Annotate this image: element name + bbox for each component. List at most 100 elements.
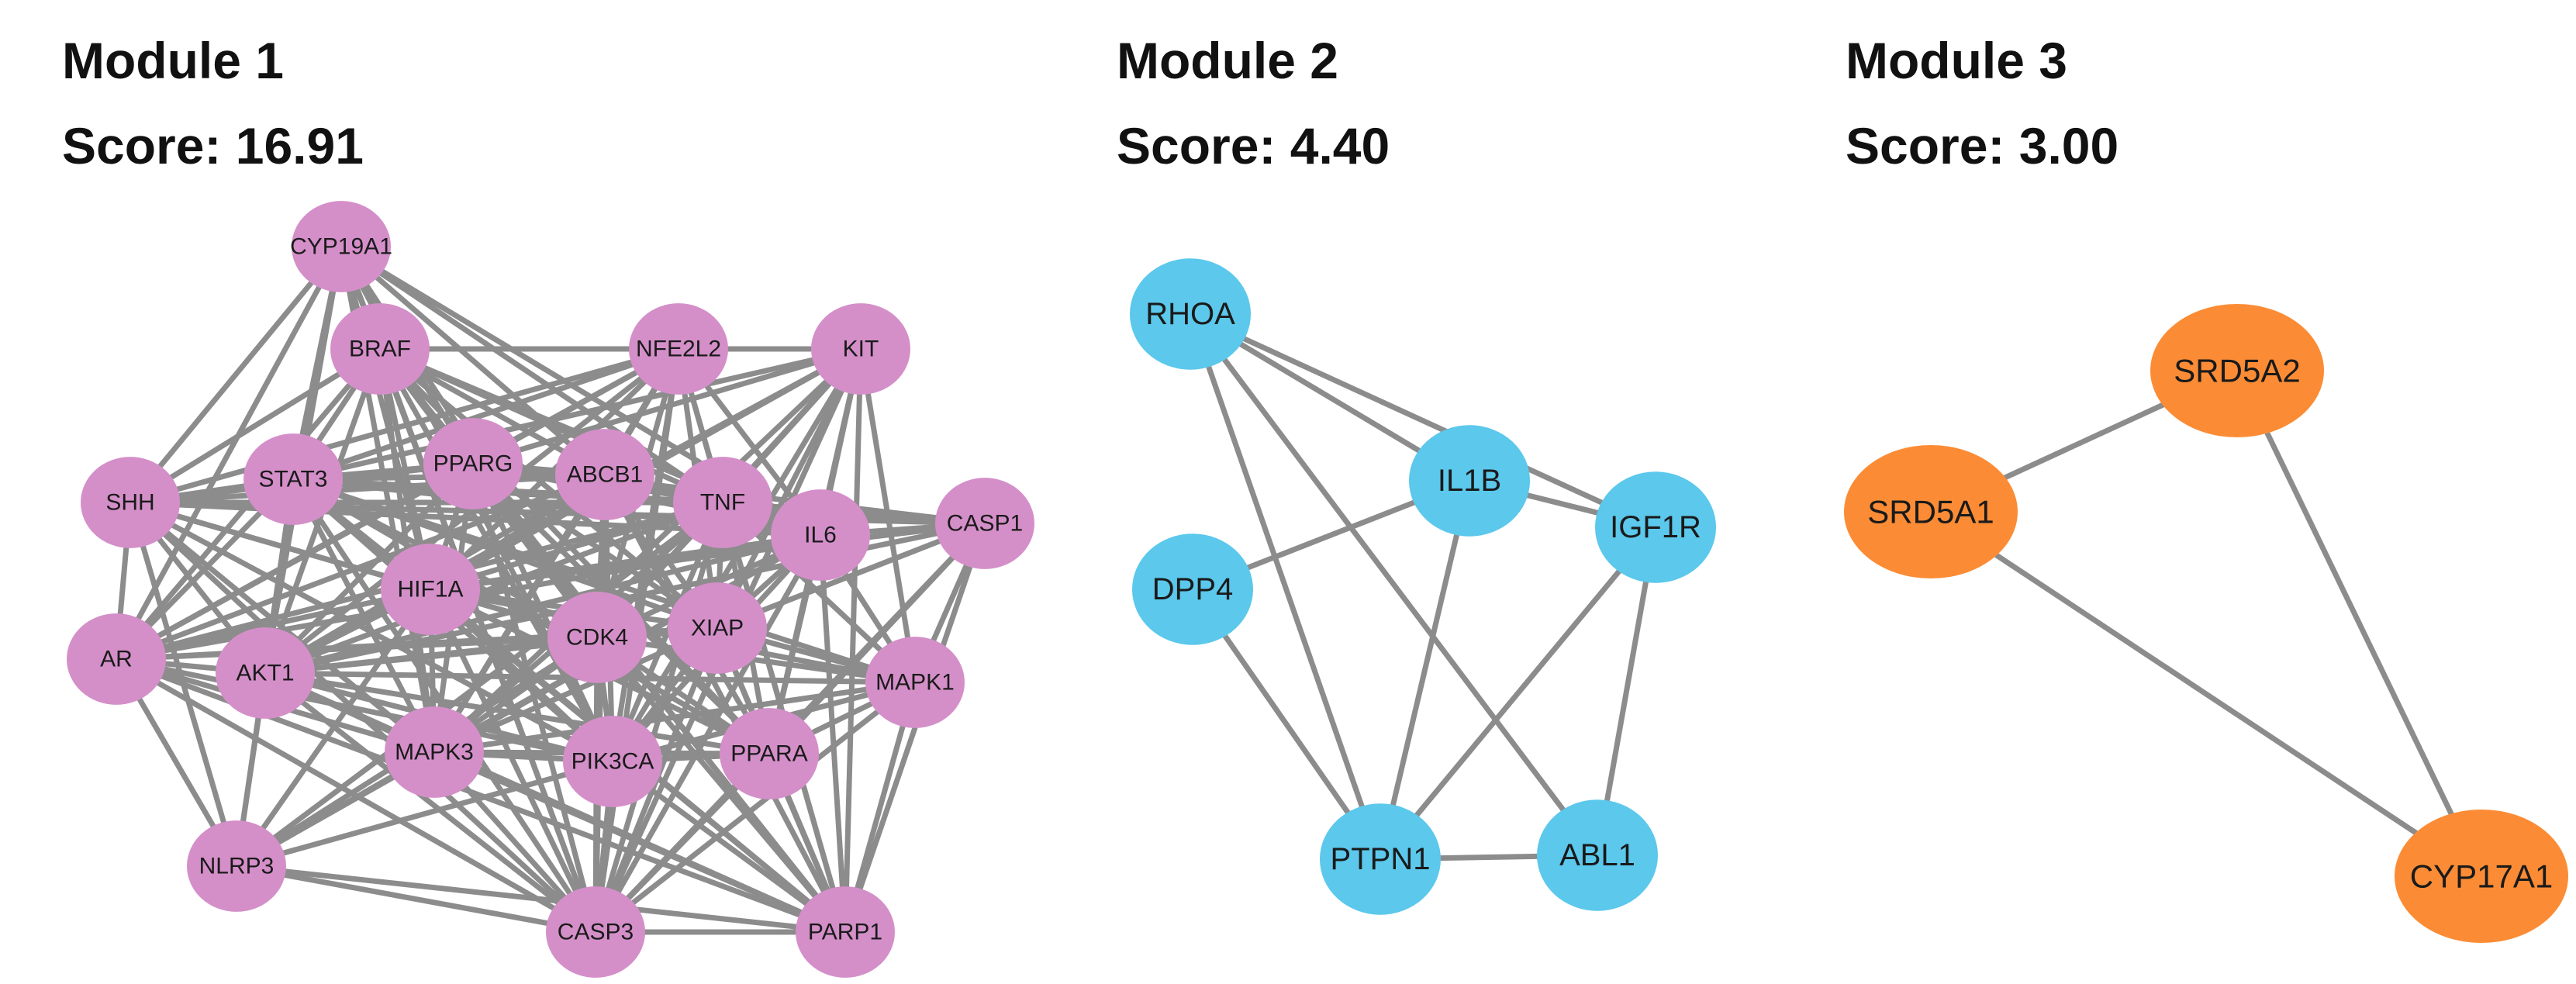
node-il6: IL6 xyxy=(771,489,870,581)
node-il1b: IL1B xyxy=(1409,425,1530,537)
node-shape xyxy=(629,303,728,395)
module-1-score: Score: 16.91 xyxy=(62,117,364,174)
node-shape xyxy=(423,418,523,509)
edge-rhoa-igf1r xyxy=(1187,311,1659,530)
edge-cyp19a1-shh xyxy=(127,243,344,506)
node-shape xyxy=(673,457,772,548)
node-shape xyxy=(216,627,315,719)
node-label: CASP3 xyxy=(558,920,634,945)
node-shape xyxy=(243,433,343,525)
edge-kit-pparg xyxy=(470,346,864,467)
node-xiap: XIAP xyxy=(668,582,767,674)
edge-mapk1-mapk3 xyxy=(431,679,918,755)
node-label: DPP4 xyxy=(1152,572,1234,606)
node-label: MAPK1 xyxy=(875,670,955,696)
node-igf1r: IGF1R xyxy=(1595,471,1716,583)
edge-mapk1-casp3 xyxy=(592,679,918,935)
edge-nlrp3-parp1 xyxy=(233,863,848,935)
node-cyp19a1: CYP19A1 xyxy=(290,201,392,292)
module-1-title: Module 1 xyxy=(62,32,285,89)
node-shape xyxy=(81,457,180,548)
node-label: NLRP3 xyxy=(199,854,275,879)
node-shape xyxy=(2395,810,2568,943)
edge-kit-stat3 xyxy=(290,346,864,482)
edge-rhoa-abl1 xyxy=(1187,311,1601,858)
edge-abcb1-ar xyxy=(113,471,608,662)
node-label: STAT3 xyxy=(259,467,328,492)
node-kit: KIT xyxy=(811,303,910,395)
edge-il1b-ptpn1 xyxy=(1377,478,1473,862)
node-shape xyxy=(67,613,166,705)
edge-casp1-hif1a xyxy=(427,520,988,592)
node-label: PPARG xyxy=(433,451,513,477)
node-cdk4: CDK4 xyxy=(547,592,647,683)
edge-nfe2l2-shh xyxy=(127,346,682,506)
node-hif1a: HIF1A xyxy=(381,544,480,635)
node-shape xyxy=(811,303,910,395)
edge-braf-shh xyxy=(127,346,383,506)
node-shape xyxy=(1132,533,1253,645)
edge-igf1r-ptpn1 xyxy=(1377,524,1659,862)
node-tnf: TNF xyxy=(673,457,772,548)
node-stat3: STAT3 xyxy=(243,433,343,525)
node-shape xyxy=(1595,471,1716,583)
node-casp1: CASP1 xyxy=(935,478,1034,569)
edge-il6-parp1 xyxy=(817,532,848,935)
edge-tnf-akt1 xyxy=(262,499,726,676)
node-ptpn1: PTPN1 xyxy=(1320,803,1441,915)
node-label: IL1B xyxy=(1438,464,1501,498)
node-label: NFE2L2 xyxy=(636,337,721,362)
node-shh: SHH xyxy=(81,457,180,548)
node-label: PPARA xyxy=(730,741,807,767)
node-label: SHH xyxy=(105,490,154,516)
node-nfe2l2: NFE2L2 xyxy=(629,303,728,395)
node-shape xyxy=(865,637,965,728)
edge-pik3ca-nlrp3 xyxy=(233,758,616,869)
edge-cdk4-parp1 xyxy=(594,634,848,935)
node-label: PTPN1 xyxy=(1331,842,1431,876)
edge-kit-parp1 xyxy=(842,346,864,935)
edge-ar-pik3ca xyxy=(113,656,616,765)
node-shape xyxy=(1130,258,1251,370)
node-label: KIT xyxy=(843,337,879,362)
node-shape xyxy=(381,544,480,635)
node-dpp4: DPP4 xyxy=(1132,533,1253,645)
node-shape xyxy=(668,582,767,674)
module-2-score: Score: 4.40 xyxy=(1117,117,1390,174)
node-shape xyxy=(1844,445,2018,578)
module-2-title: Module 2 xyxy=(1117,32,1339,89)
node-shape xyxy=(547,592,647,683)
edges-group xyxy=(1187,311,1659,862)
node-casp3: CASP3 xyxy=(546,886,645,978)
edge-hif1a-ar xyxy=(113,586,433,662)
node-label: HIF1A xyxy=(397,577,463,602)
node-label: IGF1R xyxy=(1610,510,1701,544)
edge-cdk4-mapk1 xyxy=(594,634,918,685)
node-label: RHOA xyxy=(1145,297,1235,331)
node-label: SRD5A1 xyxy=(1867,494,1994,530)
edge-mapk3-parp1 xyxy=(431,749,848,935)
node-label: SRD5A2 xyxy=(2174,353,2300,389)
node-ppara: PPARA xyxy=(720,708,819,799)
edge-pparg-akt1 xyxy=(262,461,476,676)
node-shape xyxy=(330,303,430,395)
edge-pparg-ar xyxy=(113,461,476,662)
node-label: AR xyxy=(100,647,133,672)
node-label: CYP17A1 xyxy=(2410,858,2553,895)
node-shape xyxy=(555,429,654,520)
node-label: TNF xyxy=(700,490,745,516)
node-abcb1: ABCB1 xyxy=(555,429,654,520)
node-label: ABCB1 xyxy=(567,462,643,488)
node-abl1: ABL1 xyxy=(1537,799,1658,911)
node-label: ABL1 xyxy=(1559,838,1635,872)
node-pparg: PPARG xyxy=(423,418,523,509)
module-3-score: Score: 3.00 xyxy=(1846,117,2119,174)
node-shape xyxy=(385,706,484,798)
